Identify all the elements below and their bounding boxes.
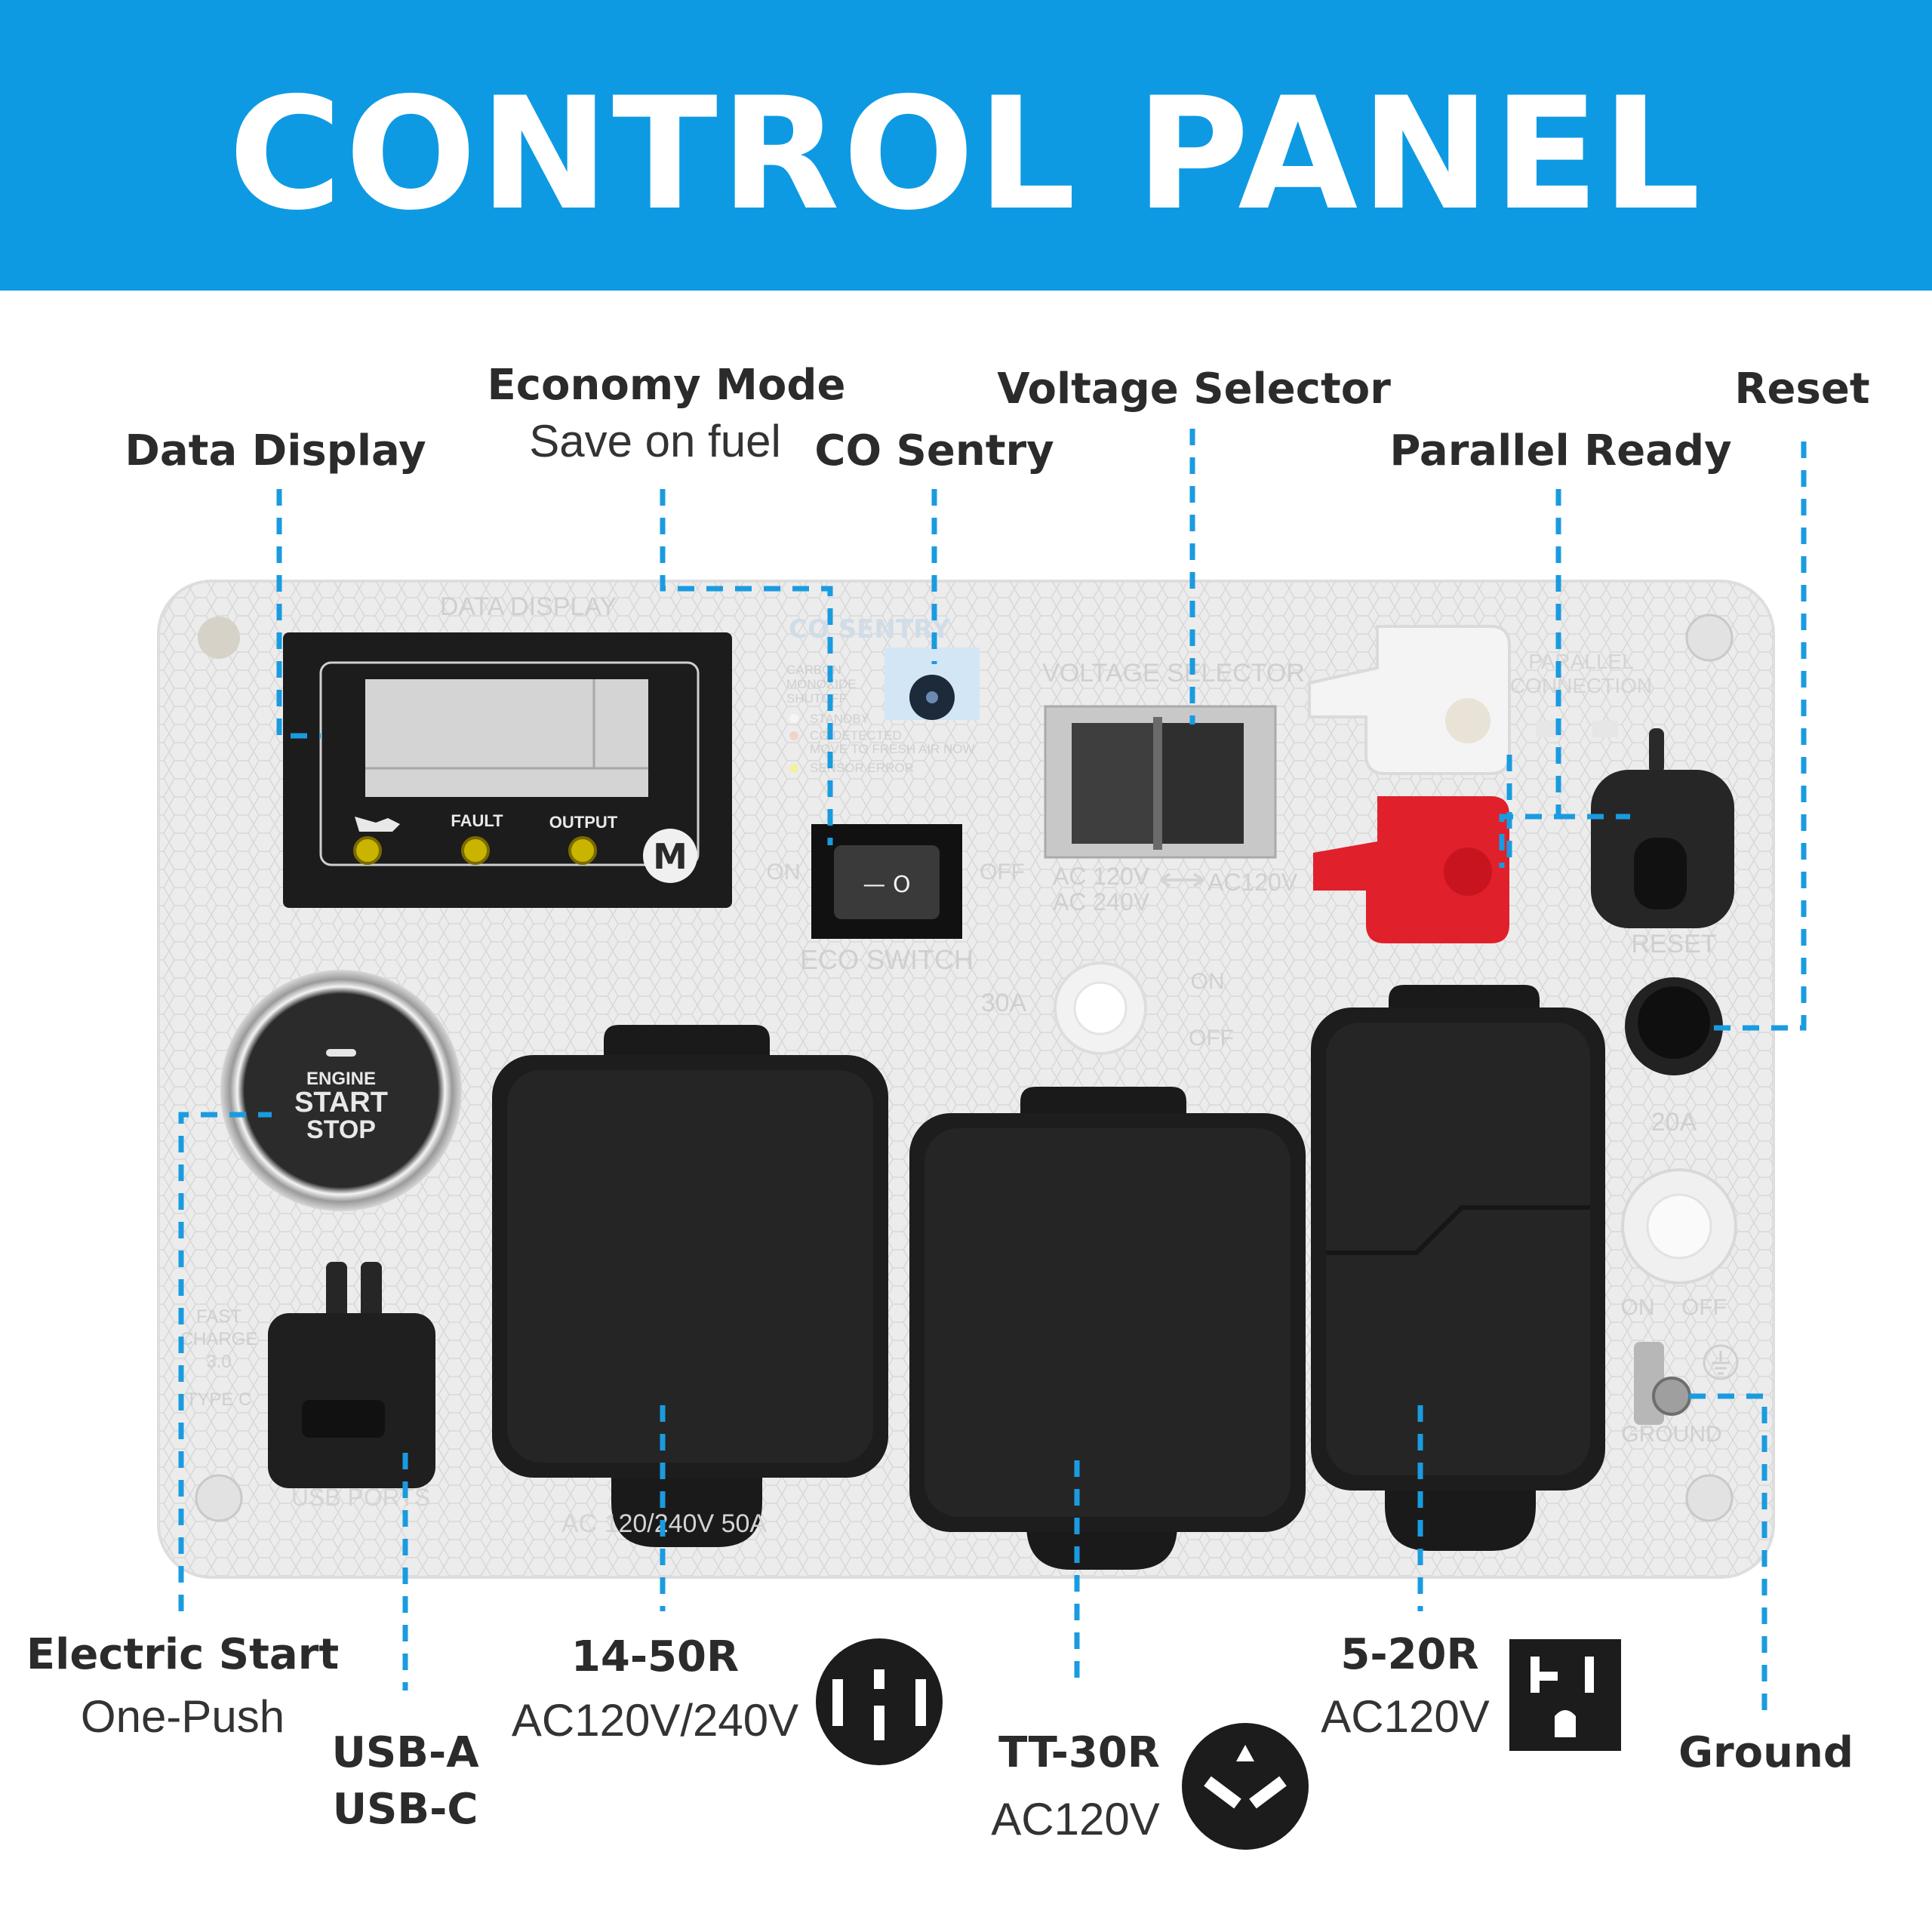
reset-button[interactable] (1625, 977, 1723, 1075)
callout-economy-mode: Economy Mode (487, 361, 846, 410)
svg-text:PARALLEL: PARALLEL (1528, 650, 1634, 673)
title-banner: CONTROL PANEL (0, 0, 1932, 291)
parallel-terminal-red[interactable] (1313, 796, 1509, 943)
ground-terminal[interactable] (1634, 1342, 1691, 1425)
callout-lines (178, 429, 1807, 1715)
mode-button[interactable]: M (643, 829, 697, 883)
svg-text:MONOXIDE: MONOXIDE (786, 677, 857, 691)
callout-voltage-selector: Voltage Selector (997, 365, 1391, 414)
callout-ground: Ground (1678, 1728, 1854, 1777)
output-label: OUTPUT (549, 813, 618, 832)
callout-usb-c: USB-C (332, 1785, 478, 1834)
callout-tt30r-sub: AC120V (991, 1794, 1160, 1844)
outlet-tt30r-icon (1182, 1723, 1309, 1850)
parallel-connection-text: PARALLEL CONNECTION (1510, 650, 1652, 697)
svg-text:ON: ON (1191, 969, 1225, 994)
svg-text:CO DETECTED: CO DETECTED (810, 728, 902, 743)
breaker-20a[interactable] (1621, 1168, 1737, 1284)
parallel-terminal-white[interactable] (1308, 625, 1511, 775)
outlet-14-50r-cover[interactable] (492, 1025, 888, 1547)
callout-tt30r: TT-30R (998, 1728, 1160, 1777)
breaker-20a-label: 20A (1651, 1108, 1697, 1137)
voltage-selector-switch[interactable] (1044, 705, 1277, 859)
eco-off-label: OFF (980, 860, 1025, 884)
reset-panel-label: RESET (1631, 930, 1716, 958)
eco-switch-label: ECO SWITCH (800, 944, 974, 975)
parallel-icon (1536, 721, 1618, 737)
arrow-icon (1159, 872, 1204, 888)
voltage-selector-labels: AC 120V AC 240V AC120V (1053, 863, 1298, 915)
callout-economy-mode-sub: Save on fuel (529, 416, 781, 466)
callout-electric-start: Electric Start (26, 1630, 340, 1679)
svg-text:START: START (294, 1087, 388, 1118)
svg-text:TYPE C: TYPE C (186, 1389, 252, 1410)
svg-text:M: M (653, 836, 688, 877)
svg-text:STANDBY: STANDBY (810, 712, 869, 726)
indicator-lights (353, 836, 597, 865)
svg-text:AC120V: AC120V (1208, 869, 1298, 896)
callout-co-sentry: CO Sentry (814, 426, 1054, 475)
eco-on-label: ON (767, 860, 801, 884)
outlet-5-20r-icon (1509, 1639, 1621, 1751)
oil-icon (355, 817, 400, 832)
svg-text:CHARGE: CHARGE (180, 1329, 258, 1349)
callout-electric-start-sub: One-Push (80, 1691, 285, 1742)
svg-text:OFF: OFF (1681, 1295, 1727, 1320)
callout-5-20r-sub: AC120V (1321, 1691, 1490, 1742)
callout-reset: Reset (1734, 365, 1870, 414)
svg-text:SHUTOFF: SHUTOFF (786, 691, 847, 706)
usb-port-cover[interactable] (268, 1262, 435, 1488)
engine-start-button[interactable]: ENGINE START STOP (220, 970, 462, 1211)
callout-14-50r: 14-50R (571, 1632, 740, 1681)
outlet-14-50r-icon (816, 1638, 943, 1765)
parallel-cap[interactable] (1591, 728, 1734, 928)
svg-text:— O: — O (863, 872, 910, 898)
svg-text:AC 240V: AC 240V (1053, 888, 1150, 915)
callout-14-50r-sub: AC120V/240V (511, 1695, 799, 1746)
page-title: CONTROL PANEL (228, 65, 1704, 245)
callout-5-20r: 5-20R (1340, 1630, 1479, 1679)
eco-switch[interactable]: — O (811, 824, 962, 939)
svg-text:STOP: STOP (306, 1115, 376, 1144)
usb-labels: FAST CHARGE 3.0 TYPE C (180, 1306, 258, 1410)
co-sentry-text: CARBON MONOXIDE SHUTOFF STANDBY CO DETEC… (786, 663, 975, 775)
svg-text:3.0: 3.0 (206, 1352, 231, 1372)
svg-text:OFF: OFF (1189, 1026, 1234, 1051)
breaker-30a[interactable] (1054, 961, 1147, 1055)
callout-usb-a: USB-A (331, 1728, 479, 1777)
breaker-30a-state: ON OFF (1189, 969, 1234, 1051)
fault-label: FAULT (451, 811, 503, 830)
breaker-20a-state: ON OFF (1621, 1295, 1727, 1320)
ground-icon (1703, 1344, 1739, 1380)
svg-text:SENSOR ERROR: SENSOR ERROR (810, 761, 914, 775)
data-display-panel-label: DATA DISPLAY (440, 592, 617, 621)
breaker-30a-label: 30A (981, 989, 1027, 1017)
co-sensor (884, 648, 980, 720)
outlet-5-20r-cover[interactable] (1311, 985, 1605, 1551)
callout-parallel-ready: Parallel Ready (1389, 426, 1732, 475)
outlet-tt30r-cover[interactable] (909, 1087, 1306, 1570)
svg-text:MOVE TO FRESH AIR NOW: MOVE TO FRESH AIR NOW (810, 742, 975, 756)
ground-panel-label: GROUND (1621, 1422, 1721, 1447)
svg-text:FAST: FAST (196, 1306, 242, 1327)
usb-ports-label: USB PORTS (291, 1484, 430, 1511)
svg-text:CARBON: CARBON (786, 663, 841, 677)
data-display-unit (283, 632, 732, 908)
svg-text:ENGINE: ENGINE (306, 1069, 376, 1089)
co-sentry-logo: CO SENTRY (789, 614, 950, 645)
voltage-selector-panel-label: VOLTAGE SELECTOR (1042, 659, 1305, 688)
callout-data-display: Data Display (125, 426, 426, 475)
svg-text:AC 120V: AC 120V (1053, 863, 1150, 890)
svg-text:CONNECTION: CONNECTION (1510, 674, 1652, 697)
svg-text:ON: ON (1621, 1295, 1655, 1320)
screw-icon (195, 614, 1734, 1522)
